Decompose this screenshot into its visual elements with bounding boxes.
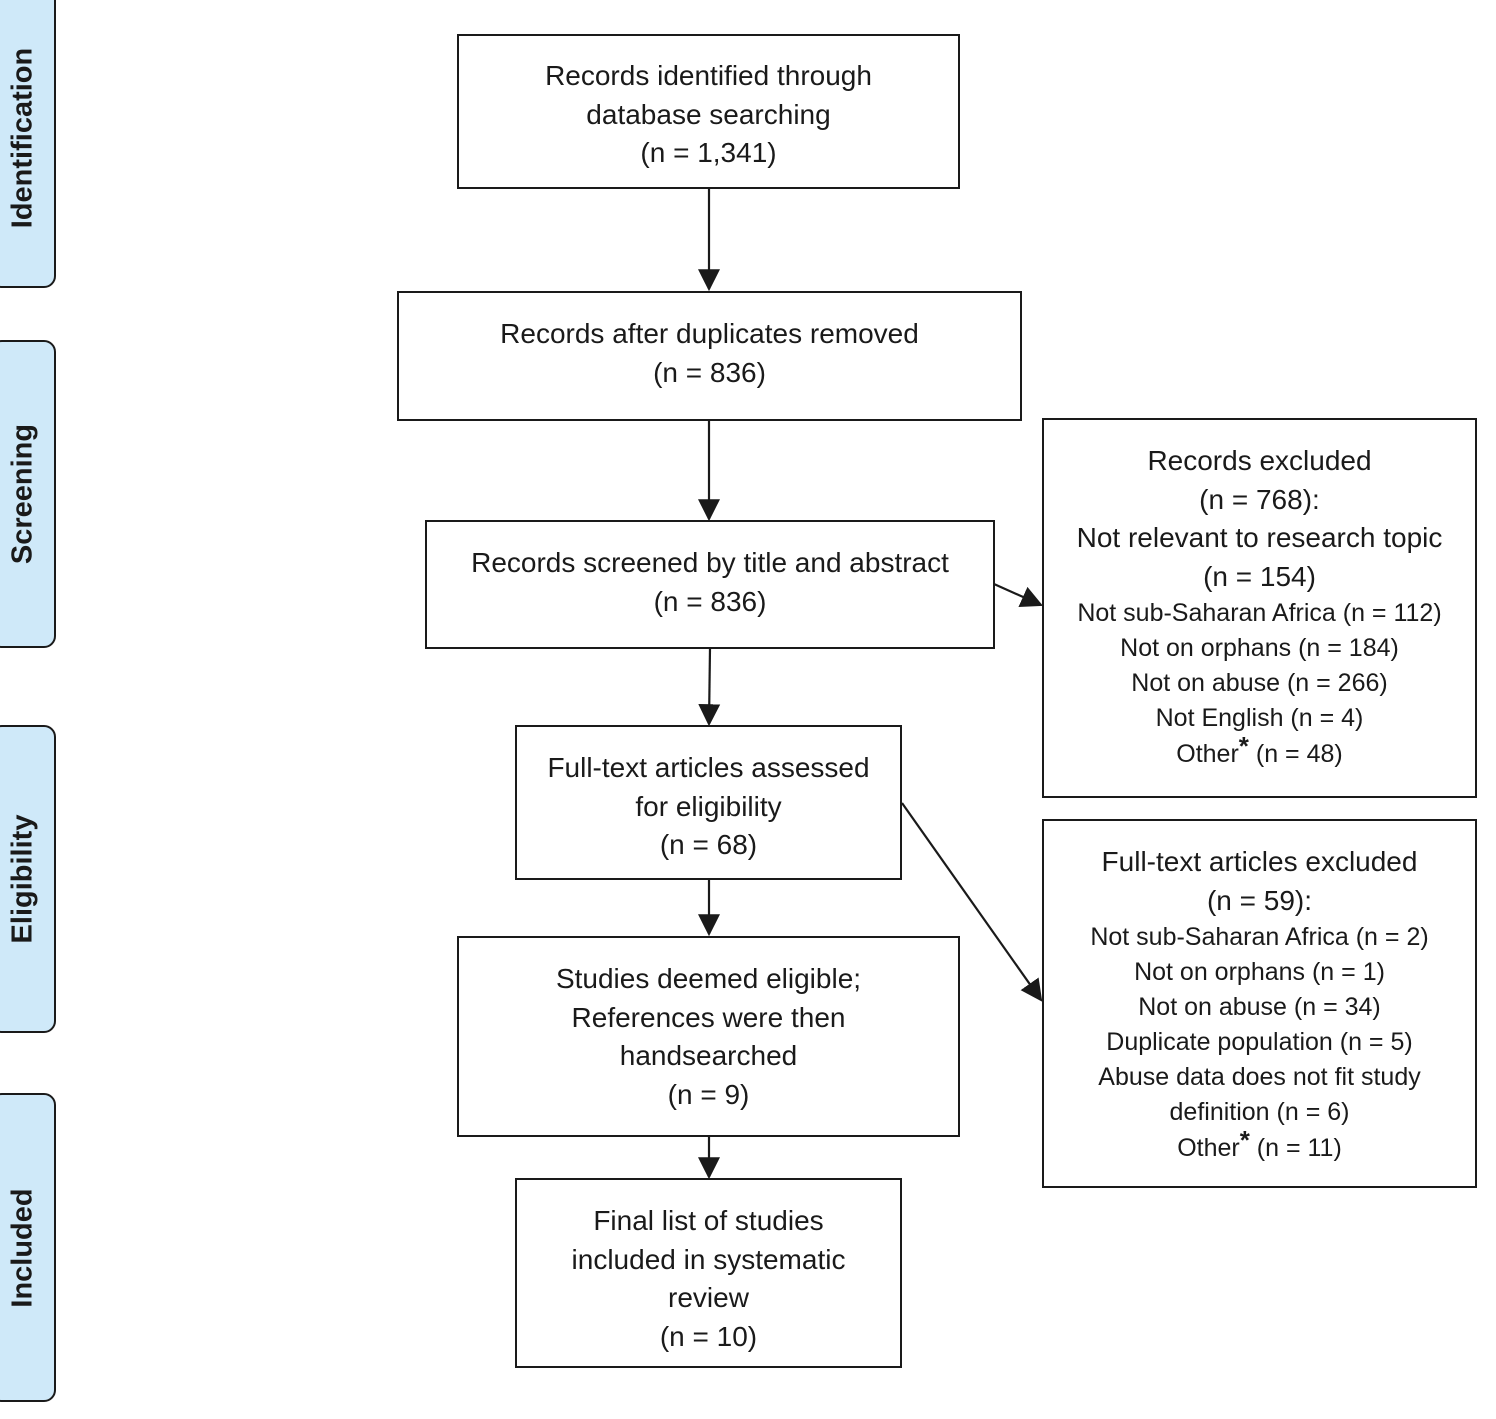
box-records-screened: Records screened by title and abstract (… xyxy=(425,520,995,649)
assessed-line2: for eligibility xyxy=(635,790,782,822)
final-line3: review xyxy=(668,1282,749,1313)
fulltext-excluded-reason-2: Not on orphans (n = 1) xyxy=(1134,958,1385,986)
box-duplicates-removed: Records after duplicates removed (n = 83… xyxy=(397,291,1022,421)
records-excluded-title: Records excluded xyxy=(1147,445,1372,476)
box-records-identified: Records identified through database sear… xyxy=(457,34,960,189)
final-line1: Final list of studies xyxy=(593,1205,824,1236)
box-final-studies: Final list of studies included in system… xyxy=(515,1178,902,1368)
phase-eligibility: Eligibility xyxy=(0,725,56,1033)
records-excluded-reason-4: Not on abuse (n = 266) xyxy=(1131,669,1388,697)
arrow-assessed-to-fulltext-excluded xyxy=(901,802,1043,1002)
duplicates-count: (n = 836) xyxy=(653,356,766,388)
box-fulltext-excluded: Full-text articles excluded (n = 59): No… xyxy=(1042,819,1477,1188)
screened-count: (n = 836) xyxy=(653,585,767,617)
identified-line2: database searching xyxy=(586,98,831,130)
eligible-line3: handsearched xyxy=(619,1040,798,1071)
identified-count: (n = 1,341) xyxy=(640,137,777,168)
box-records-excluded: Records excluded (n = 768): Not relevant… xyxy=(1042,418,1477,798)
phase-included: Included xyxy=(0,1093,56,1402)
final-count: (n = 10) xyxy=(659,1320,758,1352)
assessed-line1: Full-text articles assessed xyxy=(547,752,870,783)
fulltext-excluded-reason-5a: Abuse data does not fit study xyxy=(1098,1063,1421,1091)
asterisk-icon: * xyxy=(1238,731,1249,761)
duplicates-line1: Records after duplicates removed xyxy=(500,318,919,349)
box-fulltext-assessed: Full-text articles assessed for eligibil… xyxy=(515,725,902,880)
eligible-count: (n = 9) xyxy=(667,1078,750,1110)
eligible-line2: References were then xyxy=(571,1001,846,1033)
screened-line1: Records screened by title and abstract xyxy=(471,547,949,578)
identified-line1: Records identified through xyxy=(545,60,872,91)
records-excluded-reason-3: Not on orphans (n = 184) xyxy=(1120,634,1399,662)
records-excluded-reason-2: Not sub-Saharan Africa (n = 112) xyxy=(1077,599,1442,627)
asterisk-icon: * xyxy=(1239,1125,1250,1155)
phase-screening: Screening xyxy=(0,340,56,648)
arrow-screened-to-assessed xyxy=(698,647,721,727)
fulltext-excluded-title: Full-text articles excluded xyxy=(1101,846,1418,877)
records-excluded-count: (n = 768): xyxy=(1199,483,1320,515)
records-excluded-other-label: Other xyxy=(1176,740,1239,768)
fulltext-excluded-other: Other* (n = 11) xyxy=(1044,1125,1475,1166)
fulltext-excluded-reason-5b: definition (n = 6) xyxy=(1169,1098,1350,1126)
box-studies-eligible: Studies deemed eligible; References were… xyxy=(457,936,960,1137)
records-excluded-reason-1: Not relevant to research topic xyxy=(1076,522,1443,553)
eligible-line1: Studies deemed eligible; xyxy=(555,963,862,994)
records-excluded-other-count: (n = 48) xyxy=(1248,740,1343,768)
final-line2: included in systematic xyxy=(571,1243,846,1275)
fulltext-excluded-other-label: Other xyxy=(1177,1134,1240,1162)
fulltext-excluded-other-count: (n = 11) xyxy=(1249,1134,1342,1162)
fulltext-excluded-reason-3: Not on abuse (n = 34) xyxy=(1138,993,1381,1021)
phase-identification: Identification xyxy=(0,0,56,288)
records-excluded-other: Other* (n = 48) xyxy=(1044,731,1475,772)
records-excluded-reason-1-count: (n = 154) xyxy=(1203,560,1316,592)
fulltext-excluded-count: (n = 59): xyxy=(1206,884,1313,916)
assessed-count: (n = 68) xyxy=(659,829,758,860)
fulltext-excluded-reason-1: Not sub-Saharan Africa (n = 2) xyxy=(1090,923,1429,951)
arrow-screened-to-excluded xyxy=(993,582,1044,607)
records-excluded-reason-5: Not English (n = 4) xyxy=(1155,704,1364,732)
fulltext-excluded-reason-4: Duplicate population (n = 5) xyxy=(1106,1028,1413,1056)
